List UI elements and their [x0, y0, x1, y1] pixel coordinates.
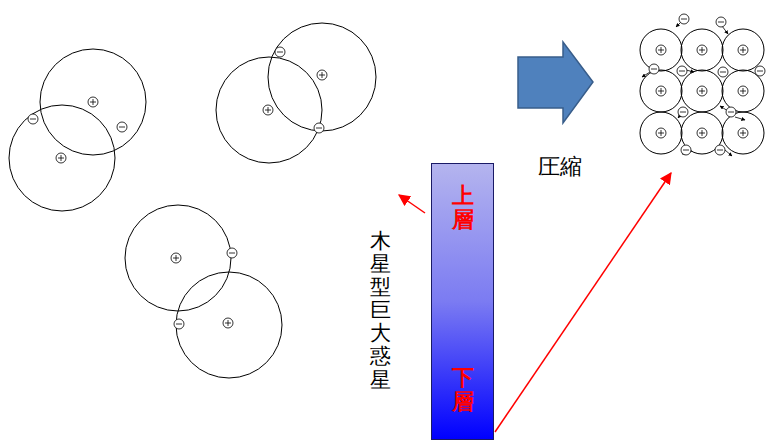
leader-arrow — [495, 173, 671, 432]
planet-label: 木星型巨大惑星 — [370, 230, 391, 392]
electron-motion — [642, 19, 745, 156]
compressed-atoms — [640, 29, 764, 154]
atom-circles — [9, 23, 376, 378]
layer-label: 上層 — [452, 184, 474, 232]
compress-label: 圧縮 — [538, 152, 582, 182]
compress-arrow — [518, 42, 593, 123]
leader-arrow — [399, 195, 425, 213]
layer-label: 下層 — [452, 366, 474, 414]
layer-band: 上層下層 — [431, 163, 494, 440]
